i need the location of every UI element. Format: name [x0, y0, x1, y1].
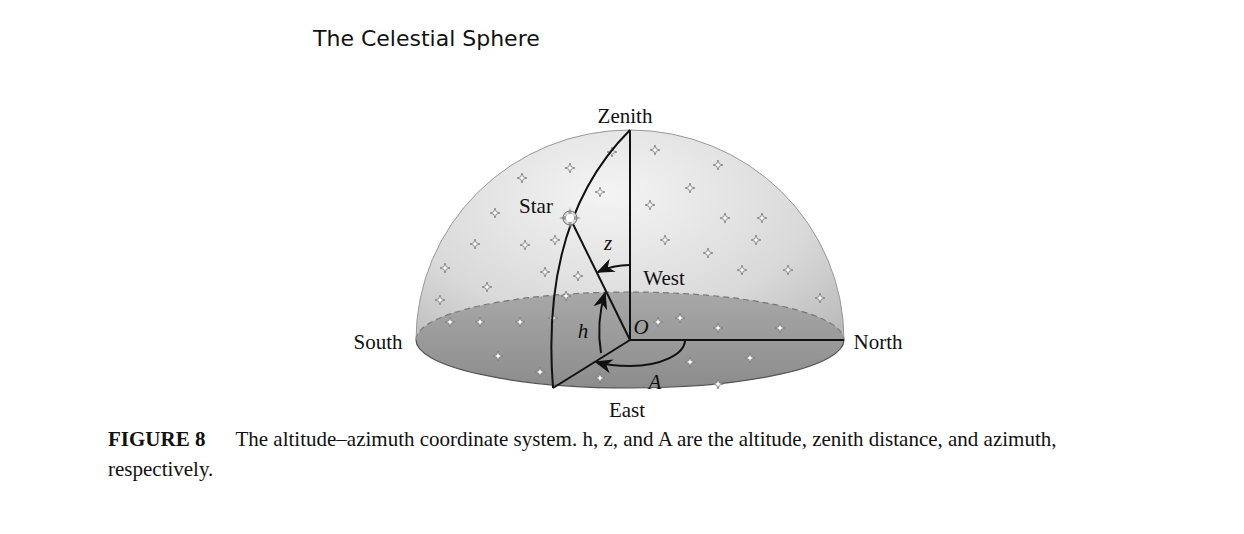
angle-symbol: z — [604, 233, 612, 254]
angle-symbol: A — [649, 372, 662, 393]
star-symbol — [713, 379, 723, 389]
figure-title: The Celestial Sphere — [313, 26, 540, 51]
star-symbol — [815, 293, 825, 303]
star-label: Star — [519, 196, 553, 217]
caption-block: FIGURE 8The altitude–azimuth coordinate … — [108, 424, 1158, 485]
star-symbol — [573, 271, 583, 281]
star-symbol — [482, 282, 492, 292]
star-symbol — [751, 235, 761, 245]
dome — [416, 130, 844, 388]
star-symbol — [775, 323, 785, 333]
azimuth-arc — [596, 340, 685, 366]
star-symbol — [653, 317, 663, 327]
direction-label: North — [854, 332, 903, 353]
star-symbol — [737, 265, 747, 275]
dome-outline — [416, 130, 844, 340]
figure-number: FIGURE 8 — [108, 427, 205, 451]
star-symbol — [713, 323, 723, 333]
star-symbol — [440, 263, 450, 273]
star-symbol — [645, 200, 655, 210]
star-symbol — [685, 183, 695, 193]
star-symbol — [535, 367, 545, 377]
star-symbol — [540, 267, 550, 277]
origin-label: O — [633, 317, 648, 338]
north-line — [630, 339, 844, 341]
direction-label: South — [353, 332, 402, 353]
star-symbol — [660, 235, 670, 245]
star-symbol — [561, 291, 571, 301]
zenith-distance-arc — [598, 265, 630, 272]
star-symbol — [595, 373, 605, 383]
star-symbol — [435, 295, 445, 305]
horizon-front — [416, 340, 844, 388]
star-symbol — [650, 145, 660, 155]
figure-caption: The altitude–azimuth coordinate system. … — [108, 427, 1057, 481]
angle-symbol: h — [578, 321, 589, 342]
star-symbol — [470, 239, 480, 249]
star-symbol — [713, 160, 723, 170]
azimuth-line — [553, 340, 630, 388]
star-symbol — [675, 313, 685, 323]
direction-label: East — [609, 400, 645, 421]
star-symbol — [493, 351, 503, 361]
star-symbol — [595, 187, 605, 197]
star-symbol — [550, 235, 560, 245]
star-symbol — [720, 213, 730, 223]
star-symbol — [515, 317, 525, 327]
star-symbol — [490, 208, 500, 218]
star-symbol — [445, 317, 455, 327]
vertical-circle — [551, 130, 630, 388]
star-symbol — [757, 213, 767, 223]
star-symbol — [565, 163, 575, 173]
star-symbol — [745, 353, 755, 363]
star-symbol — [520, 240, 530, 250]
star-symbol — [685, 357, 695, 367]
zenith-line — [629, 130, 631, 340]
altitude-arc — [599, 293, 605, 353]
zenith-label: Zenith — [598, 106, 653, 127]
direction-label: West — [643, 268, 684, 289]
star-marker — [559, 207, 581, 229]
star-symbol — [517, 173, 527, 183]
star-symbol — [783, 265, 793, 275]
star-symbol — [703, 248, 713, 258]
star-symbol — [475, 317, 485, 327]
